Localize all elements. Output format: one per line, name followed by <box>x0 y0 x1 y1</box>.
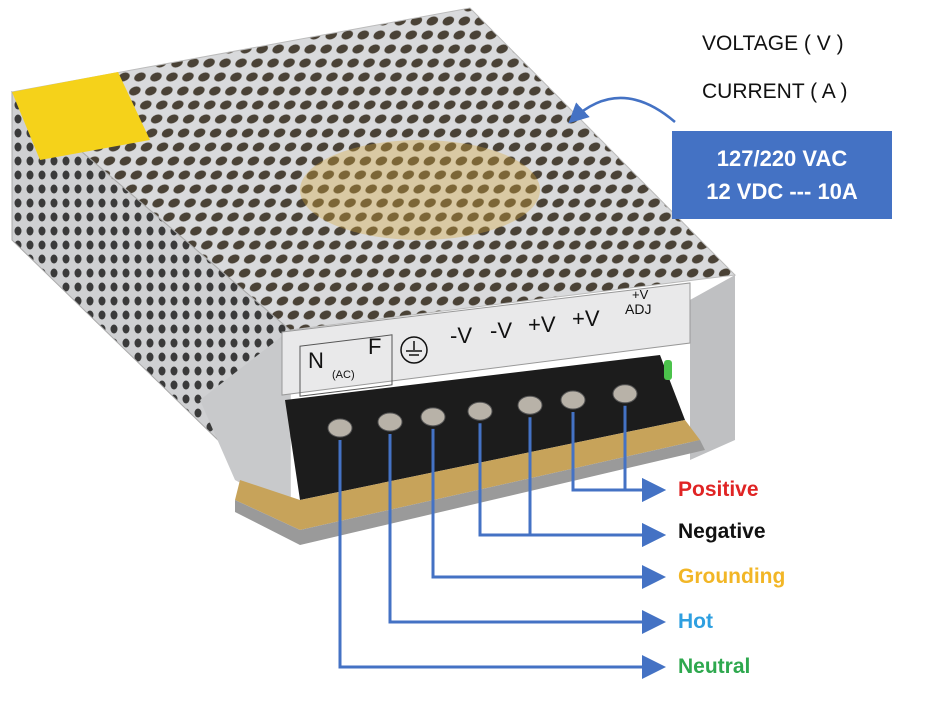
terminal-screw <box>377 412 403 432</box>
spec-input-voltage: 127/220 VAC <box>716 146 848 171</box>
wiring-arrow <box>431 428 666 589</box>
wiring-arrow <box>528 417 666 547</box>
terminal-label-v4: +V <box>572 306 600 331</box>
ground-symbol-icon <box>400 336 428 364</box>
terminal-label-f: F <box>368 334 381 359</box>
current-heading: CURRENT ( A ) <box>702 80 848 103</box>
terminal-screw <box>612 384 638 404</box>
spec-output: 12 VDC --- 10A <box>706 179 858 204</box>
terminal-label-ac: (AC) <box>332 369 355 381</box>
wiring-arrow <box>623 405 666 502</box>
label-grounding: Grounding <box>678 565 786 588</box>
terminal-label-v1: -V <box>450 323 472 348</box>
terminal-screw <box>327 418 353 438</box>
terminal-label-v2: -V <box>490 318 512 343</box>
terminal-screw <box>420 407 446 427</box>
terminal-label-adj-bottom: ADJ <box>625 301 651 317</box>
label-hot: Hot <box>678 610 713 633</box>
terminal-block <box>285 355 685 500</box>
terminal-screw <box>517 395 543 415</box>
voltage-heading: VOLTAGE ( V ) <box>702 32 844 55</box>
terminal-screw <box>560 390 586 410</box>
terminal-label-n: N <box>308 348 324 373</box>
terminal-label-adj-top: +V <box>632 287 649 302</box>
spec-box: 127/220 VAC 12 VDC --- 10A <box>672 131 892 219</box>
terminal-label-v3: +V <box>528 312 556 337</box>
warning-sticker <box>12 72 150 160</box>
label-positive: Positive <box>678 478 759 501</box>
curved-arrow <box>568 96 676 124</box>
led-indicator <box>664 360 672 380</box>
label-negative: Negative <box>678 520 766 543</box>
wiring-arrow <box>388 434 666 634</box>
label-neutral: Neutral <box>678 655 751 678</box>
terminal-label-strip <box>281 282 691 396</box>
terminal-screw <box>467 401 493 421</box>
wiring-arrow <box>338 440 666 679</box>
